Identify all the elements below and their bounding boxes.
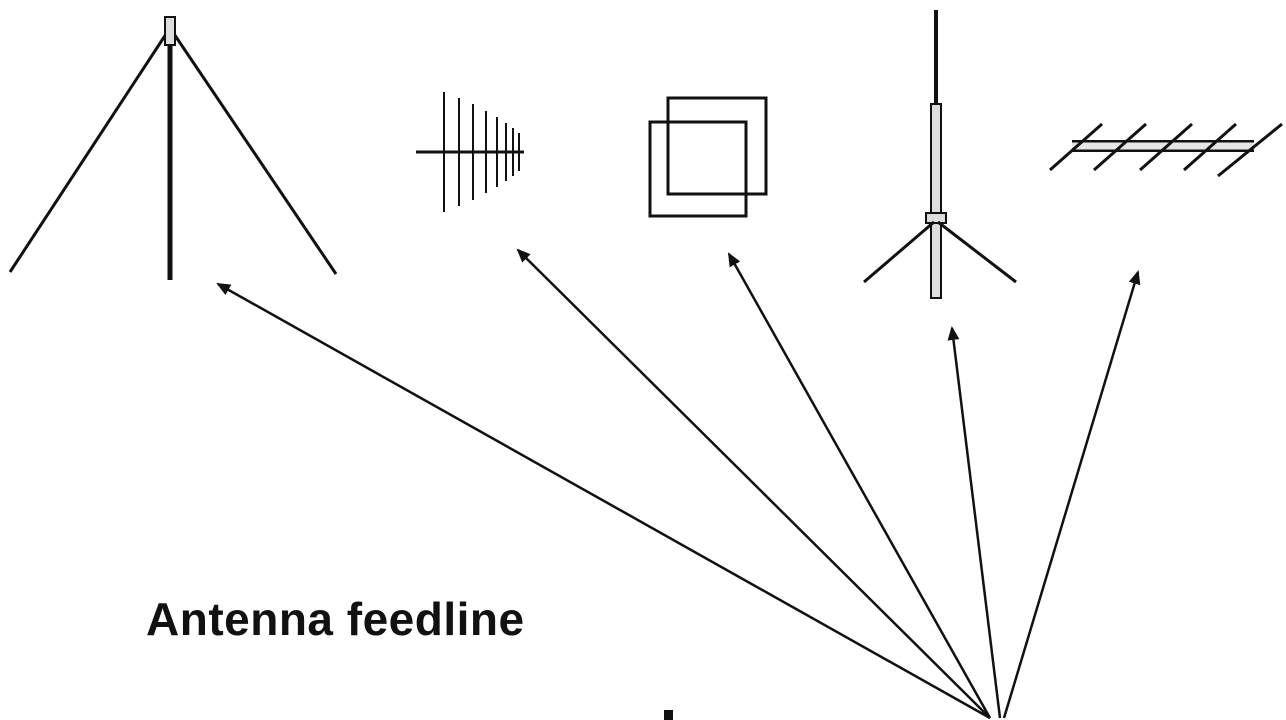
feedline-label: Antenna feedline [146,593,525,645]
log-periodic-antenna-icon [416,92,524,212]
vertical-antenna-icon [863,10,1017,299]
arrow-to-log-periodic [516,248,991,719]
cut-off-caption [104,690,704,720]
arrow-to-yagi [1002,270,1141,719]
cut-off-glyphs [664,710,673,720]
arrow-to-quad [727,252,992,719]
feedline-arrows [216,248,1141,720]
quad-loop-antenna-icon [648,96,768,218]
arrow-to-vertical [947,326,1002,719]
tripod-antenna-icon [8,16,338,280]
arrow-to-tripod [216,282,991,720]
yagi-antenna-icon [1049,122,1283,178]
